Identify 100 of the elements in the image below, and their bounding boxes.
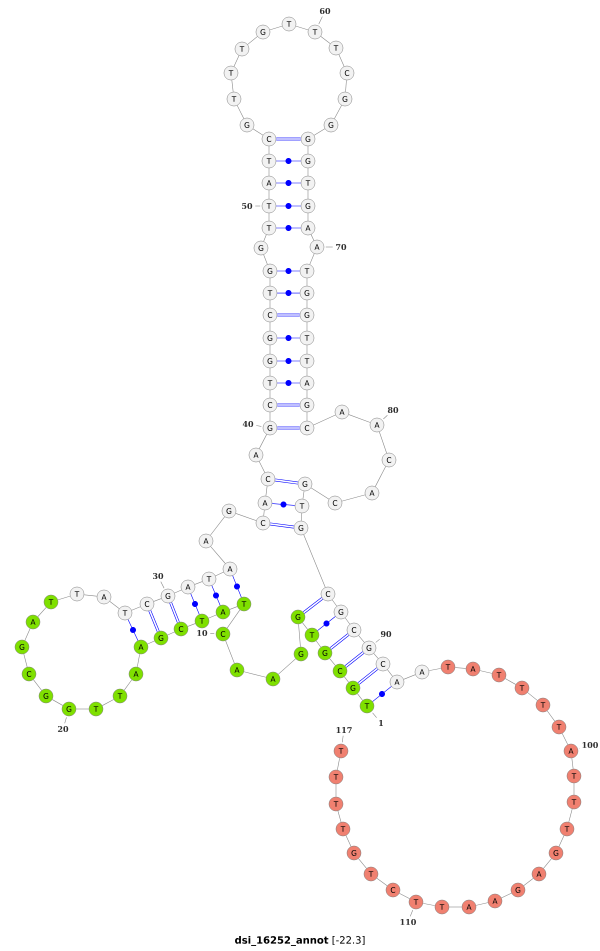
backbone-line (346, 835, 352, 847)
backbone-line (263, 234, 267, 242)
backbone-line (76, 708, 90, 710)
base-pair-line (302, 597, 324, 614)
backbone-line (229, 606, 238, 610)
base-pair-line (277, 404, 300, 406)
backbone-line (332, 600, 338, 606)
backbone-line (476, 902, 488, 906)
base-pair-line (276, 290, 300, 296)
backbone-line (33, 679, 42, 691)
backbone-line (210, 546, 226, 564)
backbone-line (310, 234, 314, 241)
backbone-line (310, 488, 330, 500)
position-number: 40 (242, 420, 254, 428)
base-pair-line (190, 593, 200, 615)
base-pair-line (276, 358, 300, 364)
backbone-line (342, 494, 366, 502)
base-pair-line (275, 478, 298, 484)
backbone-line (306, 322, 308, 332)
base-pair-line (232, 575, 242, 598)
backbone-line (448, 906, 462, 908)
backbone-line (102, 699, 114, 706)
leader-line (64, 717, 67, 724)
backbone-line (399, 893, 410, 899)
leader-line (318, 16, 323, 24)
backbone-line (268, 190, 270, 200)
backbone-line (225, 640, 235, 664)
backbone-line (296, 26, 308, 30)
backbone-line (523, 878, 534, 886)
backbone-line (232, 80, 234, 92)
backbone-line (313, 414, 336, 426)
position-number: 10 (197, 630, 208, 636)
backbone-line (210, 516, 225, 536)
backbone-line (338, 54, 344, 67)
backbone-line (258, 461, 266, 473)
leader-line (410, 910, 414, 917)
leader-line (375, 638, 380, 643)
backbone-line (403, 674, 416, 680)
backbone-line (480, 670, 492, 674)
backbone-line (344, 676, 349, 683)
base-pair-line (372, 686, 392, 702)
backbone-line (58, 596, 70, 600)
backbone-line (270, 26, 282, 30)
backbone-line (379, 432, 387, 454)
backbone-line (268, 168, 270, 176)
base-pair-line (276, 225, 302, 232)
position-number: 20 (58, 726, 68, 732)
base-pair-line (169, 602, 180, 623)
base-pair-line (317, 616, 336, 631)
backbone-line (259, 434, 267, 449)
backbone-line (302, 622, 308, 630)
backbone-line (543, 858, 552, 869)
backbone-line (422, 903, 436, 906)
backbone-line (357, 693, 363, 701)
base-pair-line (272, 502, 296, 508)
backbone-line (344, 618, 350, 624)
backbone-line (572, 758, 574, 770)
backbone-line (303, 534, 326, 588)
backbone-line (316, 640, 322, 648)
backbone-line (268, 146, 270, 154)
base-pair-line (276, 180, 302, 186)
backbone-line (298, 624, 301, 648)
backbone-line (558, 835, 564, 847)
backbone-line (345, 80, 347, 92)
backbone-line (226, 610, 240, 628)
backbone-line (137, 654, 140, 668)
base-pair-line (128, 619, 138, 641)
leader-line (256, 425, 262, 427)
caption: dsi_16252_annot [-22.3] (235, 936, 365, 946)
backbone-line (124, 680, 132, 690)
backbone-line (546, 710, 556, 722)
base-pair-line (212, 585, 220, 606)
base-pair-line (276, 138, 301, 140)
backbone-line (306, 344, 308, 354)
backbone-line (24, 628, 30, 641)
backbone-line (387, 669, 393, 677)
base-pair-line (276, 268, 300, 274)
position-number: 100 (582, 742, 598, 748)
base-pair-line (276, 335, 300, 341)
backbone-line (306, 368, 308, 376)
backbone-line (266, 486, 268, 496)
position-number: 117 (336, 727, 352, 733)
backbone-line (428, 668, 442, 671)
backbone-line (320, 36, 331, 44)
backbone-line (24, 654, 28, 668)
backbone-line (562, 733, 568, 745)
position-number: 90 (380, 630, 392, 638)
backbone-line (247, 36, 258, 45)
backbone-line (306, 278, 308, 286)
backbone-line (278, 658, 296, 674)
backbone-line (314, 128, 326, 136)
backbone-line (306, 412, 308, 422)
backbone-line (301, 512, 302, 522)
backbone-line (501, 892, 512, 898)
position-number: 50 (242, 202, 252, 210)
backbone-line (236, 513, 256, 521)
backbone-line (215, 572, 224, 576)
backbone-line (252, 128, 264, 136)
backbone-line (244, 671, 266, 678)
base-pair-line (277, 314, 300, 316)
